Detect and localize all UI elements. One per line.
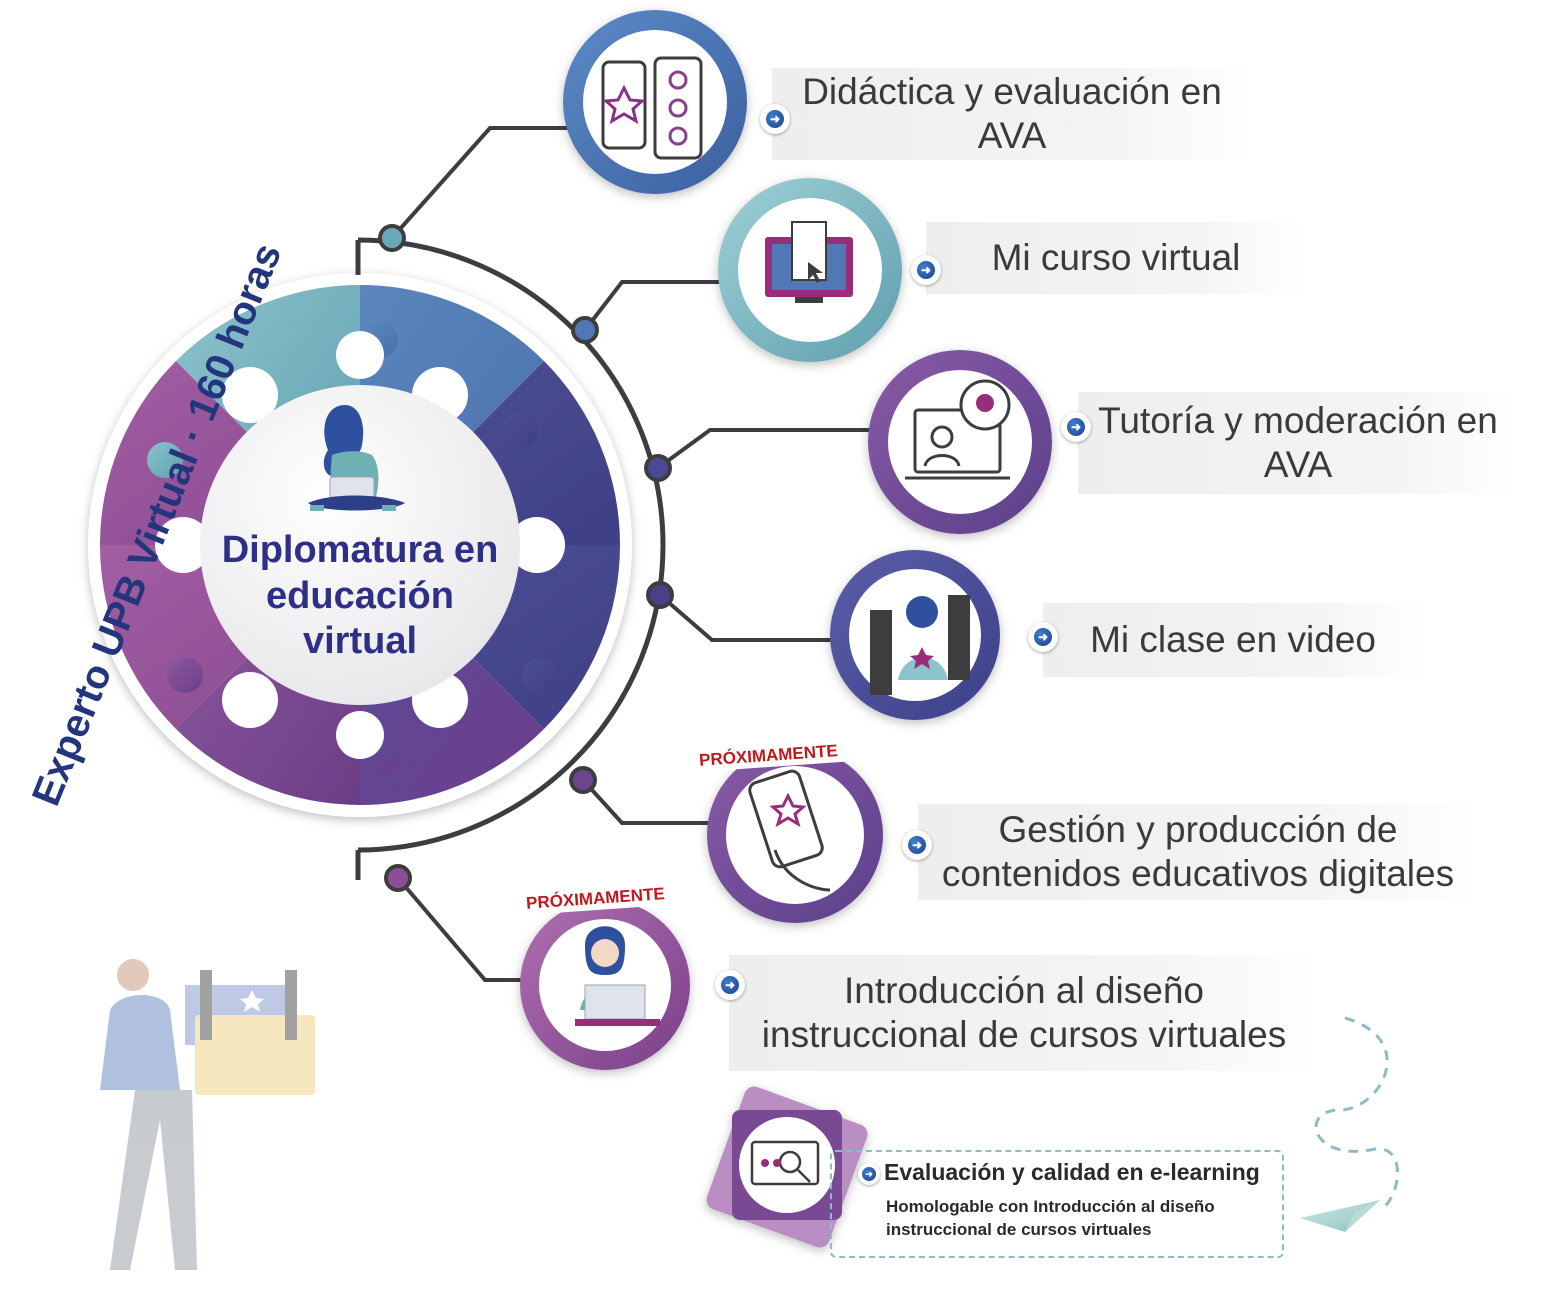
- course-label-mi-curso[interactable]: Mi curso virtual: [926, 222, 1306, 294]
- tutor-laptop-bulb-icon: [905, 379, 1011, 480]
- arrow-right-icon: ➜: [917, 261, 935, 279]
- course-arrow-button-didactica[interactable]: ➜: [760, 104, 790, 134]
- arrow-right-icon: ➜: [908, 836, 926, 854]
- connector-arc: [355, 237, 666, 880]
- evaluation-box: [830, 1150, 1284, 1258]
- course-label-mi-clase[interactable]: Mi clase en video: [1043, 603, 1423, 677]
- course-arrow-button-tutoria[interactable]: ➜: [1061, 412, 1091, 442]
- course-label-tutoria[interactable]: Tutoría y moderación en AVA: [1078, 392, 1518, 494]
- course-arrow-button-mi-curso[interactable]: ➜: [911, 255, 941, 285]
- magnifier-stars-icon: [750, 1140, 820, 1186]
- evaluation-arrow-button[interactable]: ➜: [858, 1163, 880, 1185]
- flight-path: [1314, 1016, 1399, 1212]
- evaluation-title[interactable]: Evaluación y calidad en e-learning: [884, 1159, 1260, 1185]
- course-label-introduccion[interactable]: Introducción al diseño instruccional de …: [729, 955, 1319, 1071]
- center-title: Diplomatura en educación virtual: [221, 529, 499, 663]
- course-label-gestion[interactable]: Gestión y producción de contenidos educa…: [918, 804, 1478, 900]
- hand-phone-star-icon: [748, 769, 831, 892]
- arrow-right-icon: ➜: [1067, 418, 1085, 436]
- course-arrow-button-gestion[interactable]: ➜: [902, 830, 932, 860]
- arrow-right-icon: ➜: [721, 976, 739, 994]
- arrow-right-icon: ➜: [766, 110, 784, 128]
- course-arrow-button-introduccion[interactable]: ➜: [715, 970, 745, 1000]
- arrow-right-icon: ➜: [1034, 628, 1052, 646]
- branch-lines: [390, 126, 870, 982]
- puzzle-wheel: [88, 273, 632, 817]
- course-label-didactica[interactable]: Didáctica y evaluación en AVA: [772, 68, 1252, 160]
- phone-checklist-icon: [601, 56, 703, 160]
- headset-person-laptop-icon: [575, 926, 660, 1026]
- evaluation-tile: [706, 1086, 868, 1248]
- course-arrow-button-mi-clase[interactable]: ➜: [1028, 622, 1058, 652]
- student-laptop-illustration: [308, 405, 405, 511]
- paper-plane-icon: [1300, 1200, 1380, 1232]
- evaluation-subtitle: Homologable con Introducción al diseño i…: [886, 1197, 1215, 1239]
- man-folder-illustration: [100, 959, 315, 1270]
- arrow-right-icon: ➜: [862, 1167, 876, 1181]
- video-presenter-icon: [870, 595, 970, 695]
- monitor-document-icon: [765, 221, 853, 303]
- connector-nodes: [378, 224, 674, 892]
